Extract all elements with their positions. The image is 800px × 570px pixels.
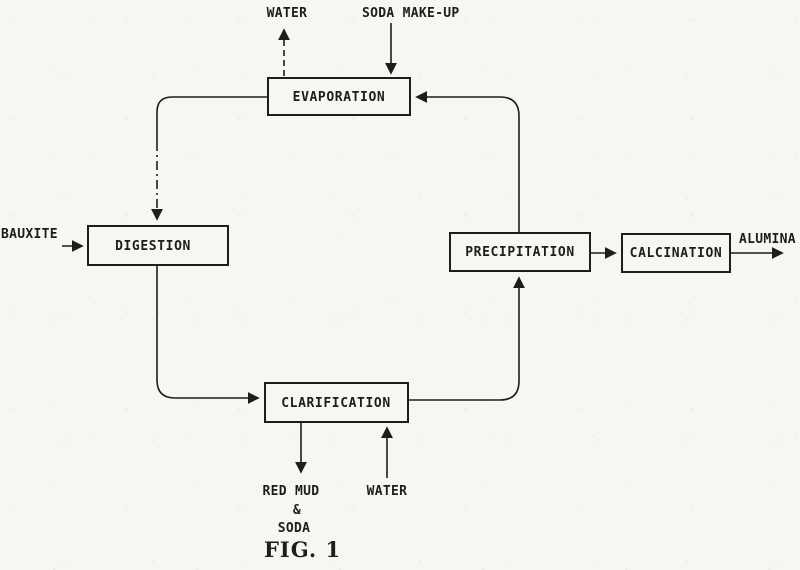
node-precipitation-label: PRECIPITATION <box>465 245 575 260</box>
node-digestion: DIGESTION <box>87 225 229 266</box>
node-clarification-label: CLARIFICATION <box>281 396 391 411</box>
connector-digestion-to-clarification <box>156 266 260 404</box>
node-evaporation: EVAPORATION <box>267 77 411 116</box>
node-digestion-label: DIGESTION <box>115 239 191 254</box>
node-evaporation-label: EVAPORATION <box>293 90 386 105</box>
connector-evaporation-to-digestion-upper <box>156 96 268 142</box>
stream-label-bauxite: BAUXITE <box>1 227 58 242</box>
node-calcination: CALCINATION <box>621 233 731 273</box>
node-precipitation-box <box>449 232 591 272</box>
stream-label-soda-makeup: SODA MAKE-UP <box>362 6 460 21</box>
figure-caption: FIG. 1 <box>264 537 341 562</box>
connector-clarification-to-precipitation <box>408 276 525 401</box>
stream-label-ampersand: & <box>293 503 301 518</box>
node-evaporation-box <box>267 77 411 116</box>
stream-label-red-mud: RED MUD <box>263 484 320 499</box>
node-calcination-box <box>621 233 731 273</box>
node-calcination-label: CALCINATION <box>630 246 723 261</box>
stream-label-water-top: WATER <box>267 6 308 21</box>
stream-label-water-bottom: WATER <box>367 484 408 499</box>
connector-precipitation-to-evaporation <box>415 91 520 232</box>
node-precipitation: PRECIPITATION <box>449 232 591 272</box>
stream-label-alumina: ALUMINA <box>739 232 796 247</box>
node-clarification-box <box>264 382 409 423</box>
node-clarification: CLARIFICATION <box>264 382 409 423</box>
stream-label-soda-bottom: SODA <box>278 521 311 536</box>
node-digestion-box <box>87 225 229 266</box>
